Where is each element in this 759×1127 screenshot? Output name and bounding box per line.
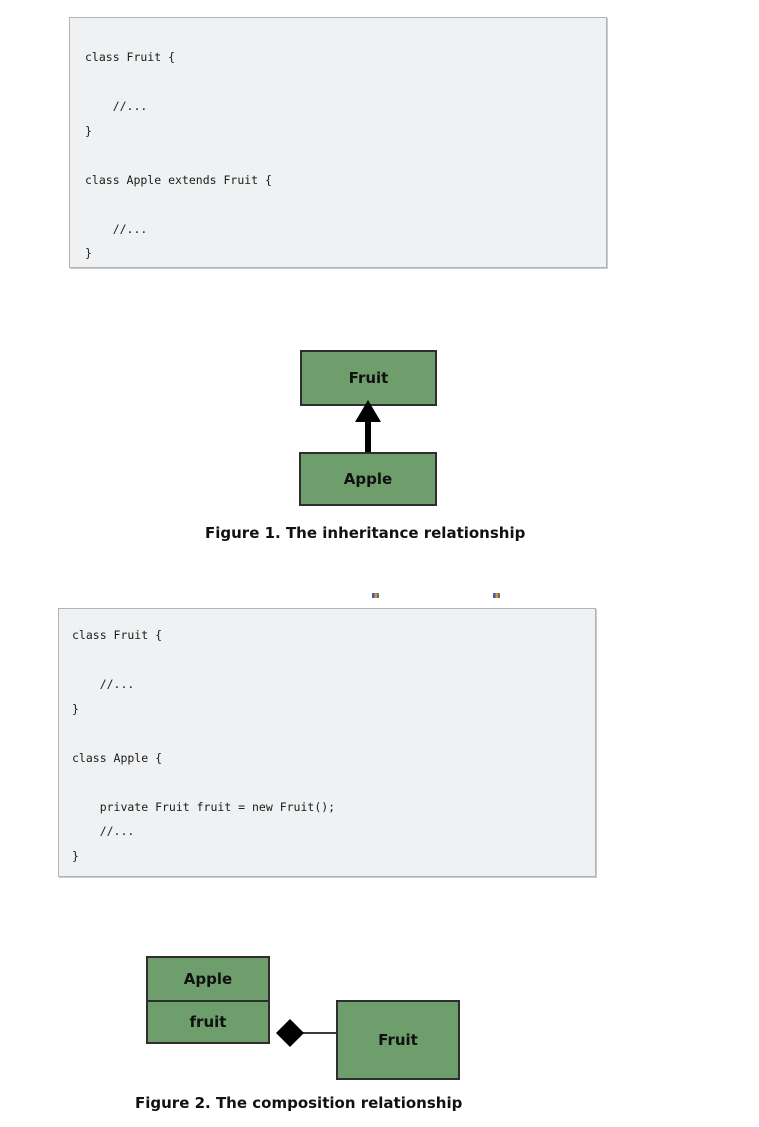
- code-block-inheritance: class Fruit { //... } class Apple extend…: [69, 17, 607, 268]
- text-artifact-left: [372, 593, 379, 598]
- figure-2-caption: Figure 2. The composition relationship: [135, 1094, 463, 1112]
- uml-node-apple-fig1: Apple: [299, 452, 437, 506]
- inheritance-arrow-icon: [352, 400, 384, 456]
- uml-node-label: Apple: [183, 970, 233, 988]
- uml-node-title-compartment: Apple: [148, 958, 268, 1000]
- code-text-inheritance: class Fruit { //... } class Apple extend…: [85, 50, 272, 260]
- uml-node-label: Fruit: [378, 1031, 418, 1049]
- uml-node-label: Apple: [343, 470, 393, 488]
- composition-diamond-icon: [266, 1014, 342, 1052]
- uml-node-fruit-fig1: Fruit: [300, 350, 437, 406]
- code-text-composition: class Fruit { //... } class Apple { priv…: [72, 628, 336, 863]
- figure-1-caption: Figure 1. The inheritance relationship: [205, 524, 526, 542]
- uml-node-apple-fig2: Apple fruit: [146, 956, 270, 1044]
- uml-node-label: Fruit: [348, 369, 389, 387]
- code-block-composition: class Fruit { //... } class Apple { priv…: [58, 608, 596, 877]
- uml-node-fruit-fig2: Fruit: [336, 1000, 460, 1080]
- uml-node-attribute-label: fruit: [189, 1013, 227, 1031]
- text-artifact-right: [493, 593, 500, 598]
- uml-node-attribute-compartment: fruit: [148, 1000, 268, 1042]
